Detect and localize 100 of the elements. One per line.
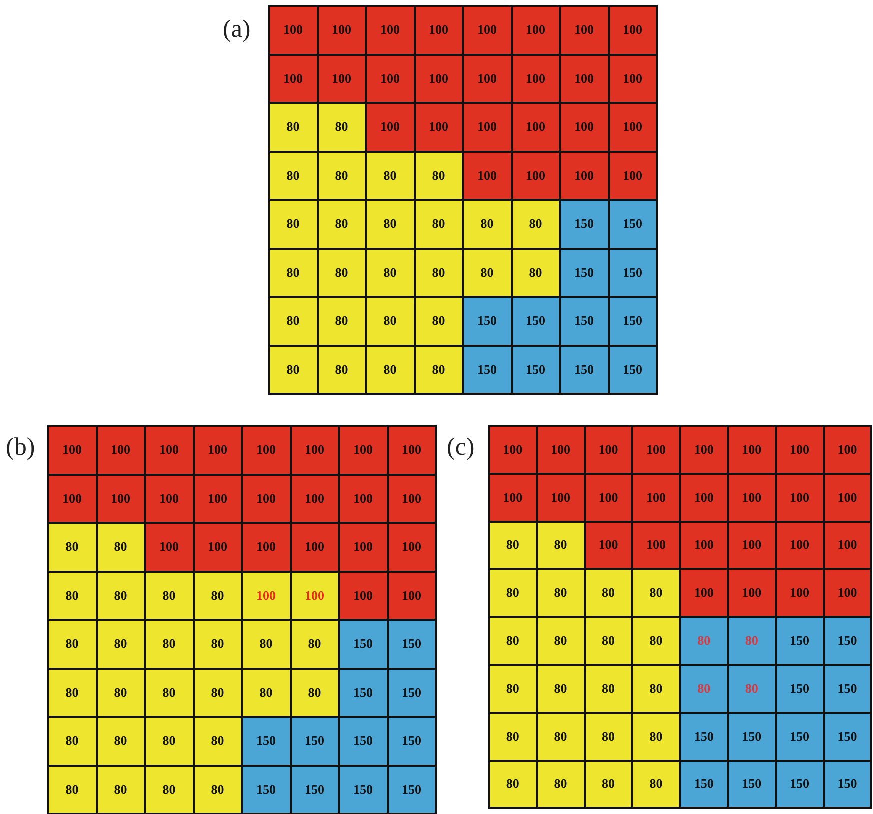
grid-cell: 80 (463, 200, 512, 248)
grid-cell: 100 (776, 522, 824, 570)
grid-cell: 150 (290, 717, 339, 766)
grid-cell: 100 (463, 54, 512, 103)
grid-cell: 100 (608, 54, 657, 103)
panel-label: (b) (6, 434, 36, 462)
grid-cell: 80 (536, 665, 585, 713)
grid-cell: 150 (608, 248, 657, 297)
grid-cell: 80 (366, 200, 414, 248)
grid-cell: 80 (96, 572, 145, 620)
grid-cell: 80 (269, 248, 318, 297)
grid-cell: 100 (680, 522, 728, 570)
grid-cell: 100 (632, 426, 680, 474)
grid-cell: 80 (145, 620, 194, 668)
grid-cell: 80 (145, 572, 194, 620)
grid-cell: 80 (536, 760, 585, 808)
grid-cell: 80 (414, 346, 463, 394)
grid-cell: 80 (96, 668, 145, 717)
grid-cell: 100 (194, 426, 242, 474)
panel-label: (c) (447, 434, 475, 462)
grid-cell: 100 (632, 522, 680, 570)
grid-cell: 80 (96, 717, 145, 766)
grid-cell: 100 (608, 6, 657, 54)
grid-cell: 100 (290, 523, 339, 572)
grid-cell: 80 (489, 665, 537, 713)
grid-cell: 150 (339, 620, 388, 668)
grid-cell: 100 (728, 569, 776, 618)
grid-cell: 80 (536, 569, 585, 618)
grid-cell: 100 (242, 523, 290, 572)
grid-cell: 100 (269, 54, 318, 103)
grid-cell: 80 (584, 712, 632, 761)
grid-cell: 80 (145, 766, 194, 814)
grid-cell: 80 (584, 569, 632, 618)
grid-cell: 100 (96, 426, 145, 474)
grid-cell: 100 (824, 426, 872, 474)
grid-cell: 100 (339, 426, 388, 474)
grid-cell: 150 (680, 760, 728, 808)
grid-cell: 80 (489, 617, 537, 665)
grid-cell: 80 (536, 712, 585, 761)
grid-cell: 80 (194, 620, 242, 668)
grid-cell: 100 (96, 474, 145, 523)
grid-cell: 80 (269, 152, 318, 200)
grid-cell: 100 (290, 426, 339, 474)
grid-cell: 80 (242, 620, 290, 668)
grid-cell: 100 (145, 474, 194, 523)
grid-cell: 80 (48, 620, 96, 668)
grid-cell: 150 (776, 617, 824, 665)
grid-cell: 100 (463, 6, 512, 54)
grid-cell: 100 (680, 474, 728, 522)
grid-cell: 150 (824, 617, 872, 665)
grid-cell: 80 (194, 668, 242, 717)
grid-cell: 100 (776, 569, 824, 618)
grid-cell: 150 (776, 712, 824, 761)
grid-cell: 100 (728, 522, 776, 570)
grid-cell: 100 (824, 474, 872, 522)
grid-cell: 80 (96, 766, 145, 814)
grid-cell: 150 (560, 346, 608, 394)
grid-cell: 80 (145, 717, 194, 766)
grid-cell: 80 (536, 617, 585, 665)
grid-cell: 100 (632, 474, 680, 522)
grid-cell: 80 (512, 248, 560, 297)
grid-cell: 100 (242, 572, 290, 620)
grid-cell: 100 (242, 474, 290, 523)
grid-cell: 150 (242, 766, 290, 814)
grid-cell: 100 (318, 6, 366, 54)
grid-cell: 150 (608, 297, 657, 346)
grid-cell: 80 (318, 103, 366, 152)
grid-cell: 100 (536, 474, 585, 522)
grid-cell: 80 (632, 712, 680, 761)
grid-cell: 100 (388, 426, 436, 474)
grid-cell: 80 (584, 760, 632, 808)
grid-cell: 100 (584, 522, 632, 570)
grid-cell: 100 (824, 569, 872, 618)
grid-cell: 100 (489, 474, 537, 522)
grid-cell: 80 (48, 766, 96, 814)
grid-cell: 80 (194, 572, 242, 620)
grid-cell: 150 (728, 760, 776, 808)
grid-cell: 100 (388, 572, 436, 620)
grid-cell: 100 (145, 426, 194, 474)
grid-cell: 80 (489, 569, 537, 618)
grid-cell: 100 (560, 103, 608, 152)
grid-cell: 100 (463, 103, 512, 152)
grid-cell: 150 (560, 248, 608, 297)
grid-cell: 80 (489, 760, 537, 808)
grid-cell: 80 (290, 668, 339, 717)
grid-cell: 100 (194, 474, 242, 523)
grid-cell: 80 (728, 665, 776, 713)
grid-cell: 80 (48, 523, 96, 572)
grid-cell: 80 (632, 665, 680, 713)
grid-cell: 80 (145, 668, 194, 717)
grid-cell: 150 (339, 717, 388, 766)
grid-cell: 100 (560, 152, 608, 200)
grid-cell: 150 (290, 766, 339, 814)
grid-cell: 150 (388, 766, 436, 814)
grid-cell: 100 (290, 474, 339, 523)
grid-cell: 100 (536, 426, 585, 474)
grid-cell: 80 (680, 617, 728, 665)
grid-cell: 80 (584, 617, 632, 665)
grid-cell: 100 (414, 103, 463, 152)
grid-cell: 80 (536, 522, 585, 570)
